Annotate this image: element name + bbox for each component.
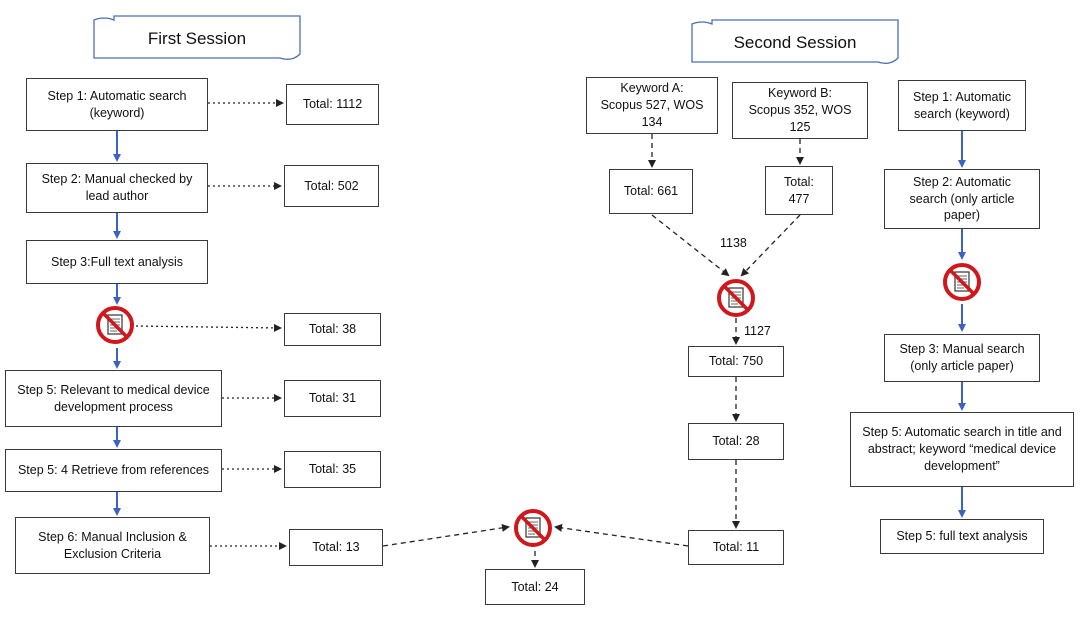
count-label-1127: 1127 [744,324,771,338]
keyword-a-box: Keyword A: Scopus 527, WOS 134 [586,77,718,134]
no-document-icon [514,509,552,547]
first-step3-box: Step 3:Full text analysis [26,240,208,284]
combined-total-24: Total: 24 [485,569,585,605]
no-document-icon [717,279,755,317]
second-session-title: Second Session [733,33,857,52]
right-step3-box: Step 3: Manual search (only article pape… [884,334,1040,382]
first-total-1112: Total: 1112 [286,84,379,125]
first-step5-retrieve-box: Step 5: 4 Retrieve from references [5,449,222,492]
no-document-icon [96,306,134,344]
keyword-b-box: Keyword B: Scopus 352, WOS 125 [732,82,868,139]
total-661-box: Total: 661 [609,169,693,214]
total-11-box: Total: 11 [688,530,784,565]
right-step2-box: Step 2: Automatic search (only article p… [884,169,1040,229]
first-total-38: Total: 38 [284,313,381,346]
right-step1-box: Step 1: Automatic search (keyword) [898,80,1026,131]
first-step6-box: Step 6: Manual Inclusion & Exclusion Cri… [15,517,210,574]
right-step5-automatic-box: Step 5: Automatic search in title and ab… [850,412,1074,487]
second-session-dashed-links [382,134,804,568]
second-session-banner: Second Session [690,18,900,68]
total-28-box: Total: 28 [688,423,784,460]
first-step5-relevant-box: Step 5: Relevant to medical device devel… [5,370,222,427]
first-total-502: Total: 502 [284,165,379,207]
total-477-box: Total: 477 [765,166,833,215]
first-session-title: First Session [147,29,247,48]
first-step2-box: Step 2: Manual checked by lead author [26,163,208,213]
first-total-35: Total: 35 [284,451,381,488]
first-total-13: Total: 13 [289,529,383,566]
total-750-box: Total: 750 [688,346,784,377]
first-total-31: Total: 31 [284,380,381,417]
left-dotted-links [135,99,287,550]
no-document-icon [943,263,981,301]
right-step5-fulltext-box: Step 5: full text analysis [880,519,1044,554]
count-label-1138: 1138 [720,236,747,250]
first-session-banner: First Session [92,14,302,64]
first-step1-box: Step 1: Automatic search (keyword) [26,78,208,131]
